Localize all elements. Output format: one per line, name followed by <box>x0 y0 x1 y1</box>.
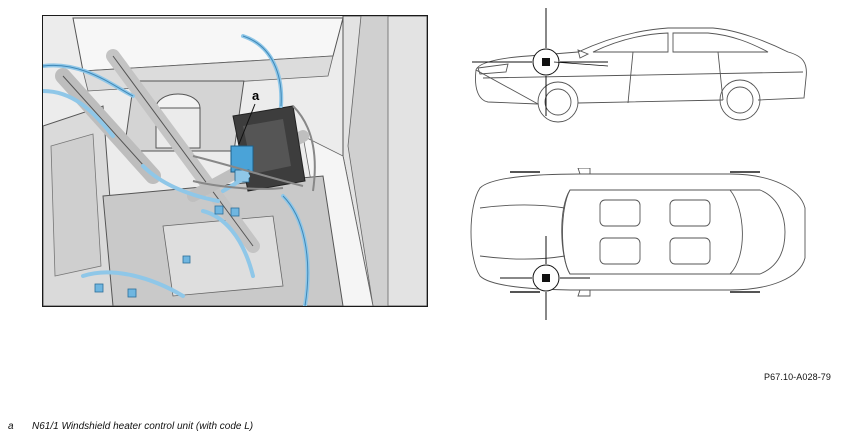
legend-text: N61/1 Windshield heater control unit (wi… <box>32 421 254 432</box>
legend-item: a N61/1 Windshield heater control unit (w… <box>8 421 253 432</box>
vehicle-top-view-locator <box>460 167 815 320</box>
vehicle-side-view-locator <box>468 8 818 128</box>
figure-reference-code: P67.10-A028-79 <box>764 372 831 382</box>
legend-key: a <box>8 421 14 432</box>
engine-compartment-illustration: a <box>42 15 428 307</box>
callout-a: a <box>252 88 260 103</box>
